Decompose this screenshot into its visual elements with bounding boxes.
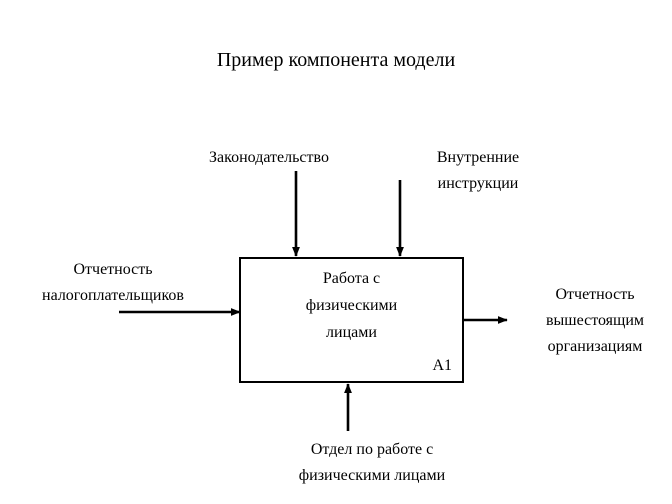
activity-box-label-line-1: Работа с <box>322 270 381 287</box>
activity-box[interactable]: Работа с физическими лицами A1 <box>239 257 464 383</box>
mechanism-label-individuals-department: Отдел по работе с физическими лицами <box>299 437 445 489</box>
input-label-taxpayer-reporting-line-2: налогоплательщиков <box>42 287 184 304</box>
activity-box-label: Работа с физическими лицами <box>241 265 462 346</box>
mechanism-label-individuals-department-line-2: физическими лицами <box>298 467 446 484</box>
output-label-reporting-line-1: Отчетность <box>555 286 635 303</box>
page-title: Пример компонента модели <box>216 49 456 71</box>
activity-box-label-line-3: лицами <box>326 324 377 341</box>
output-label-reporting-line-3: организациям <box>547 338 643 355</box>
activity-box-label-line-2: физическими <box>305 297 398 314</box>
output-label-reporting-line-2: вышестоящим <box>545 312 645 329</box>
input-label-taxpayer-reporting-line-1: Отчетность <box>73 261 153 278</box>
control-label-internal-instructions-line-2: инструкции <box>437 175 519 192</box>
control-label-legislation-line-1: Законодательство <box>209 149 329 166</box>
mechanism-label-individuals-department-line-1: Отдел по работе с <box>310 441 434 458</box>
activity-node-id: A1 <box>432 357 452 374</box>
control-label-internal-instructions-line-1: Внутренние <box>436 149 520 166</box>
input-label-taxpayer-reporting: Отчетность налогоплательщиков <box>42 257 184 309</box>
control-label-internal-instructions: Внутренние инструкции <box>437 145 519 197</box>
control-label-legislation: Законодательство <box>209 145 329 171</box>
output-label-reporting-to-superior-organizations: Отчетность вышестоящим организациям <box>546 282 644 360</box>
